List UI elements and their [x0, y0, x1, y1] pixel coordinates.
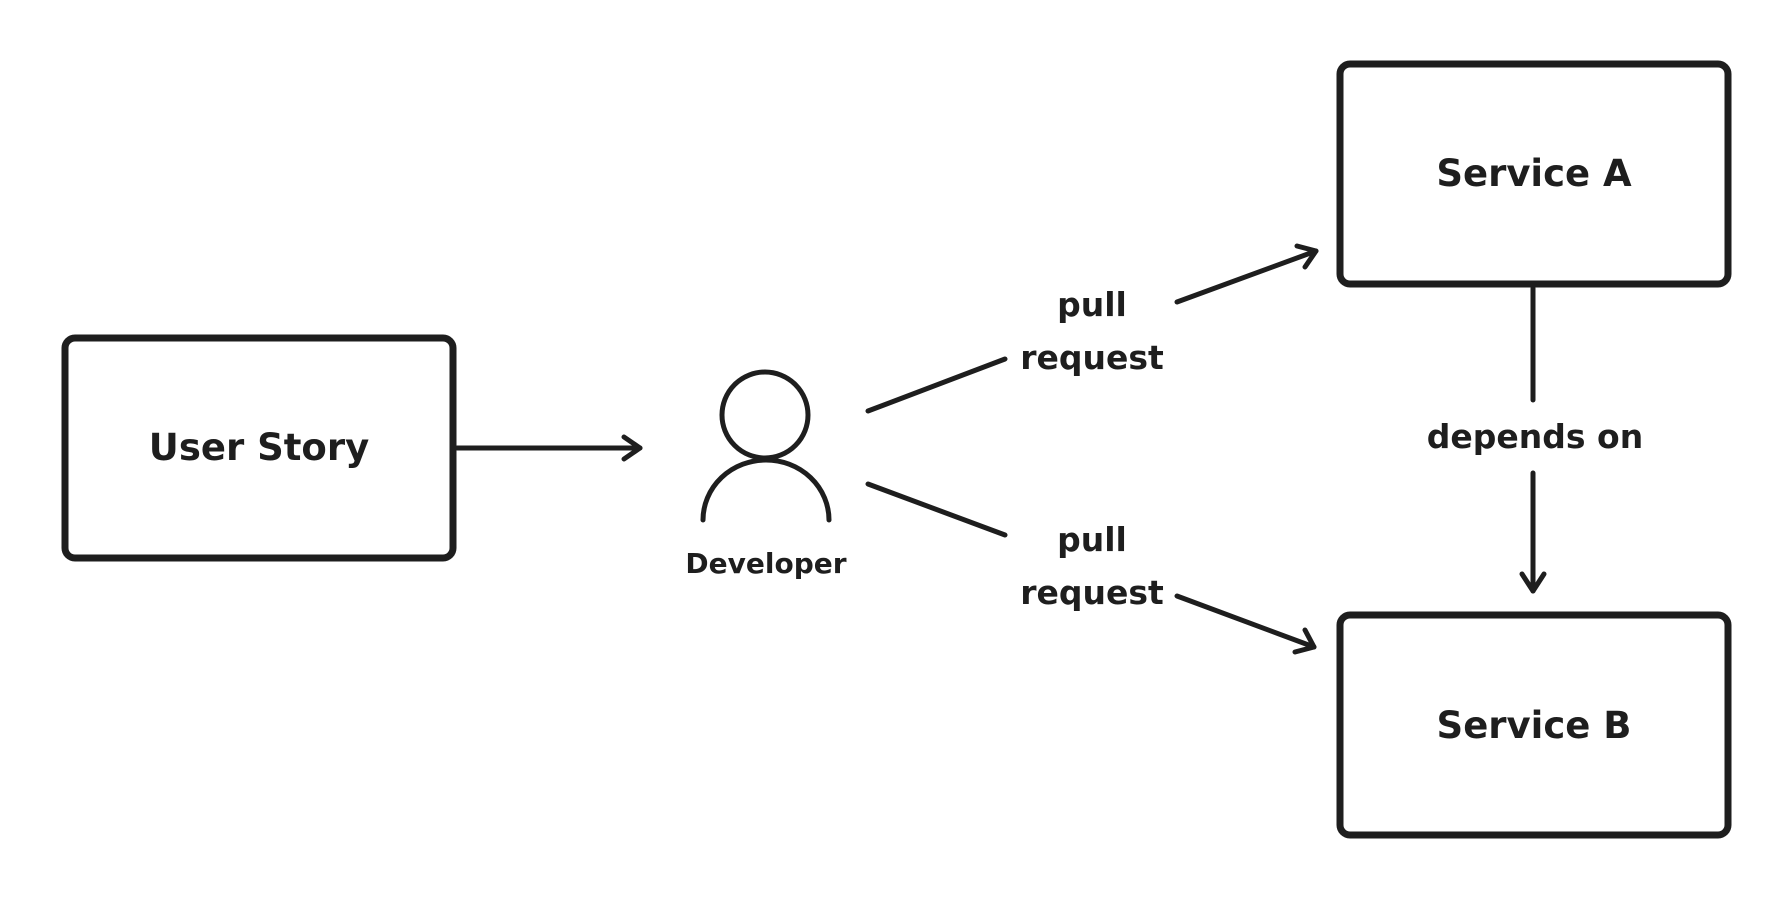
- node-service-a-box: [1336, 60, 1732, 288]
- node-service-b-label: Service B: [1437, 704, 1632, 747]
- node-developer-label: Developer: [685, 547, 846, 580]
- node-user-story-label: User Story: [149, 426, 369, 469]
- edge-story-to-developer[interactable]: [454, 434, 643, 462]
- edge-line-segment-1: [865, 481, 1008, 538]
- node-service-b-box: [1336, 611, 1732, 839]
- edge-line-segment-1: [865, 356, 1008, 414]
- arrowhead-icon: [1519, 571, 1547, 594]
- edge-developer-to-service-a[interactable]: [865, 243, 1319, 414]
- edge-line-segment-2: [1174, 248, 1319, 305]
- edge-dev-to-b-label-line2: request: [1020, 573, 1164, 612]
- person-body: [700, 457, 832, 523]
- node-service-a-label: Service A: [1436, 152, 1632, 195]
- edge-dev-to-a-label-line1: pull: [1057, 285, 1127, 324]
- node-service-a[interactable]: [1336, 60, 1732, 288]
- edge-dev-to-b-label-line1: pull: [1057, 520, 1127, 559]
- node-user-story[interactable]: [61, 334, 457, 562]
- edge-dev-to-a-label-line2: request: [1020, 338, 1164, 377]
- edge-line-segment-2: [1174, 593, 1317, 650]
- arrowhead-icon: [1292, 627, 1317, 655]
- edge-developer-to-service-b[interactable]: [865, 481, 1317, 655]
- person-icon[interactable]: [700, 369, 832, 523]
- arrowhead-icon: [621, 434, 643, 462]
- node-user-story-box: [61, 334, 457, 562]
- node-service-b[interactable]: [1336, 611, 1732, 839]
- edge-service-a-to-service-b[interactable]: [1519, 285, 1547, 594]
- arrowhead-icon: [1294, 243, 1319, 270]
- person-head: [719, 369, 811, 461]
- edge-a-to-b-label: depends on: [1427, 417, 1643, 456]
